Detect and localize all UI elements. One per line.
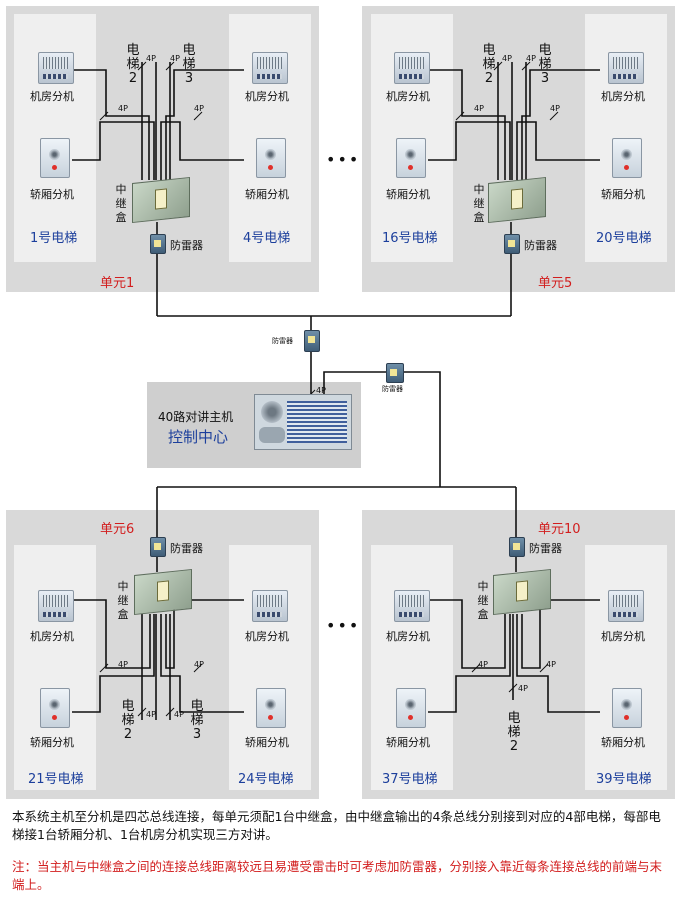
machine-room-label: 机房分机	[30, 90, 74, 103]
elevator-label: 1号电梯	[30, 231, 78, 246]
bus-4p-label: 4P	[550, 104, 560, 113]
bus-4p-label: 4P	[194, 104, 204, 113]
column-u10-left	[371, 545, 453, 790]
arrester-label: 防雷器	[524, 239, 557, 252]
lightning-arrester-icon	[150, 537, 166, 557]
machine-room-unit-icon	[38, 590, 74, 622]
system-description: 本系统主机至分机是四芯总线连接，每单元须配1台中继盒，由中继盒输出的4条总线分别…	[12, 809, 661, 842]
elevator-label: 24号电梯	[238, 772, 294, 787]
car-unit-icon	[612, 138, 642, 178]
column-u6-left	[14, 545, 96, 790]
arrester-label: 防雷器	[272, 337, 293, 345]
machine-room-label: 机房分机	[245, 90, 289, 103]
machine-room-unit-icon	[394, 52, 430, 84]
relay-box-icon	[132, 176, 190, 224]
machine-room-label: 机房分机	[386, 90, 430, 103]
bus-4p-label: 4P	[518, 684, 528, 693]
car-unit-label: 轿厢分机	[30, 188, 74, 201]
machine-room-unit-icon	[252, 52, 288, 84]
host-title: 40路对讲主机	[158, 410, 234, 424]
relay-box-label: 中继盒	[115, 183, 127, 224]
bus-4p-label: 4P	[194, 660, 204, 669]
arrester-label: 防雷器	[382, 385, 403, 393]
machine-room-unit-icon	[608, 52, 644, 84]
relay-box-label: 中继盒	[477, 580, 489, 621]
lightning-arrester-icon	[386, 363, 404, 383]
unit-name: 单元6	[100, 522, 135, 537]
elevator-3-label: 电梯3	[182, 43, 196, 86]
arrester-label: 防雷器	[170, 542, 203, 555]
ellipsis: •••	[326, 150, 361, 169]
elevator-label: 21号电梯	[28, 772, 84, 787]
car-unit-label: 轿厢分机	[245, 736, 289, 749]
car-unit-label: 轿厢分机	[386, 736, 430, 749]
bus-4p-label: 4P	[118, 660, 128, 669]
elevator-2-label: 电梯2	[126, 43, 140, 86]
elevator-label: 4号电梯	[243, 231, 291, 246]
ellipsis: •••	[326, 616, 361, 635]
machine-room-label: 机房分机	[30, 630, 74, 643]
elevator-2-label: 电梯2	[507, 711, 521, 754]
elevator-label: 20号电梯	[596, 231, 652, 246]
machine-room-label: 机房分机	[601, 90, 645, 103]
machine-room-label: 机房分机	[245, 630, 289, 643]
machine-room-label: 机房分机	[386, 630, 430, 643]
elevator-2-label: 电梯2	[121, 699, 135, 742]
car-unit-label: 轿厢分机	[245, 188, 289, 201]
arrester-label: 防雷器	[529, 542, 562, 555]
relay-box-label: 中继盒	[473, 183, 485, 224]
car-unit-icon	[40, 688, 70, 728]
car-unit-label: 轿厢分机	[601, 736, 645, 749]
car-unit-label: 轿厢分机	[386, 188, 430, 201]
bus-4p-label: 4P	[146, 54, 156, 63]
bus-4p-label: 4P	[170, 54, 180, 63]
machine-room-unit-icon	[252, 590, 288, 622]
bus-4p-label: 4P	[502, 54, 512, 63]
elevator-label: 16号电梯	[382, 231, 438, 246]
relay-box-icon	[493, 568, 551, 616]
unit-name: 单元1	[100, 276, 135, 291]
machine-room-unit-icon	[38, 52, 74, 84]
lightning-warning-note: 注：当主机与中继盒之间的连接总线距离较远且易遭受雷击时可考虑加防雷器，分别接入靠…	[12, 859, 663, 892]
unit-name: 单元5	[538, 276, 573, 291]
bus-4p-label: 4P	[316, 386, 326, 395]
lightning-arrester-icon	[304, 330, 320, 352]
bus-4p-label: 4P	[474, 104, 484, 113]
relay-box-icon	[134, 568, 192, 616]
elevator-label: 39号电梯	[596, 772, 652, 787]
machine-room-unit-icon	[608, 590, 644, 622]
relay-box-label: 中继盒	[117, 580, 129, 621]
elevator-3-label: 电梯3	[538, 43, 552, 86]
column-u10-right	[585, 545, 667, 790]
bus-4p-label: 4P	[118, 104, 128, 113]
bus-4p-label: 4P	[146, 710, 156, 719]
car-unit-icon	[40, 138, 70, 178]
car-unit-label: 轿厢分机	[30, 736, 74, 749]
arrester-label: 防雷器	[170, 239, 203, 252]
car-unit-icon	[396, 688, 426, 728]
elevator-label: 37号电梯	[382, 772, 438, 787]
car-unit-icon	[396, 138, 426, 178]
car-unit-icon	[256, 688, 286, 728]
relay-box-icon	[488, 176, 546, 224]
bus-4p-label: 4P	[526, 54, 536, 63]
lightning-arrester-icon	[509, 537, 525, 557]
lightning-arrester-icon	[150, 234, 166, 254]
elevator-2-label: 电梯2	[482, 43, 496, 86]
bus-4p-label: 4P	[174, 710, 184, 719]
machine-room-label: 机房分机	[601, 630, 645, 643]
intercom-host-icon	[254, 394, 352, 450]
elevator-3-label: 电梯3	[190, 699, 204, 742]
host-subtitle: 控制中心	[168, 428, 229, 446]
unit-name: 单元10	[538, 522, 581, 537]
car-unit-icon	[612, 688, 642, 728]
car-unit-icon	[256, 138, 286, 178]
bus-4p-label: 4P	[546, 660, 556, 669]
bus-4p-label: 4P	[478, 660, 488, 669]
machine-room-unit-icon	[394, 590, 430, 622]
car-unit-label: 轿厢分机	[601, 188, 645, 201]
lightning-arrester-icon	[504, 234, 520, 254]
column-u6-right	[229, 545, 311, 790]
